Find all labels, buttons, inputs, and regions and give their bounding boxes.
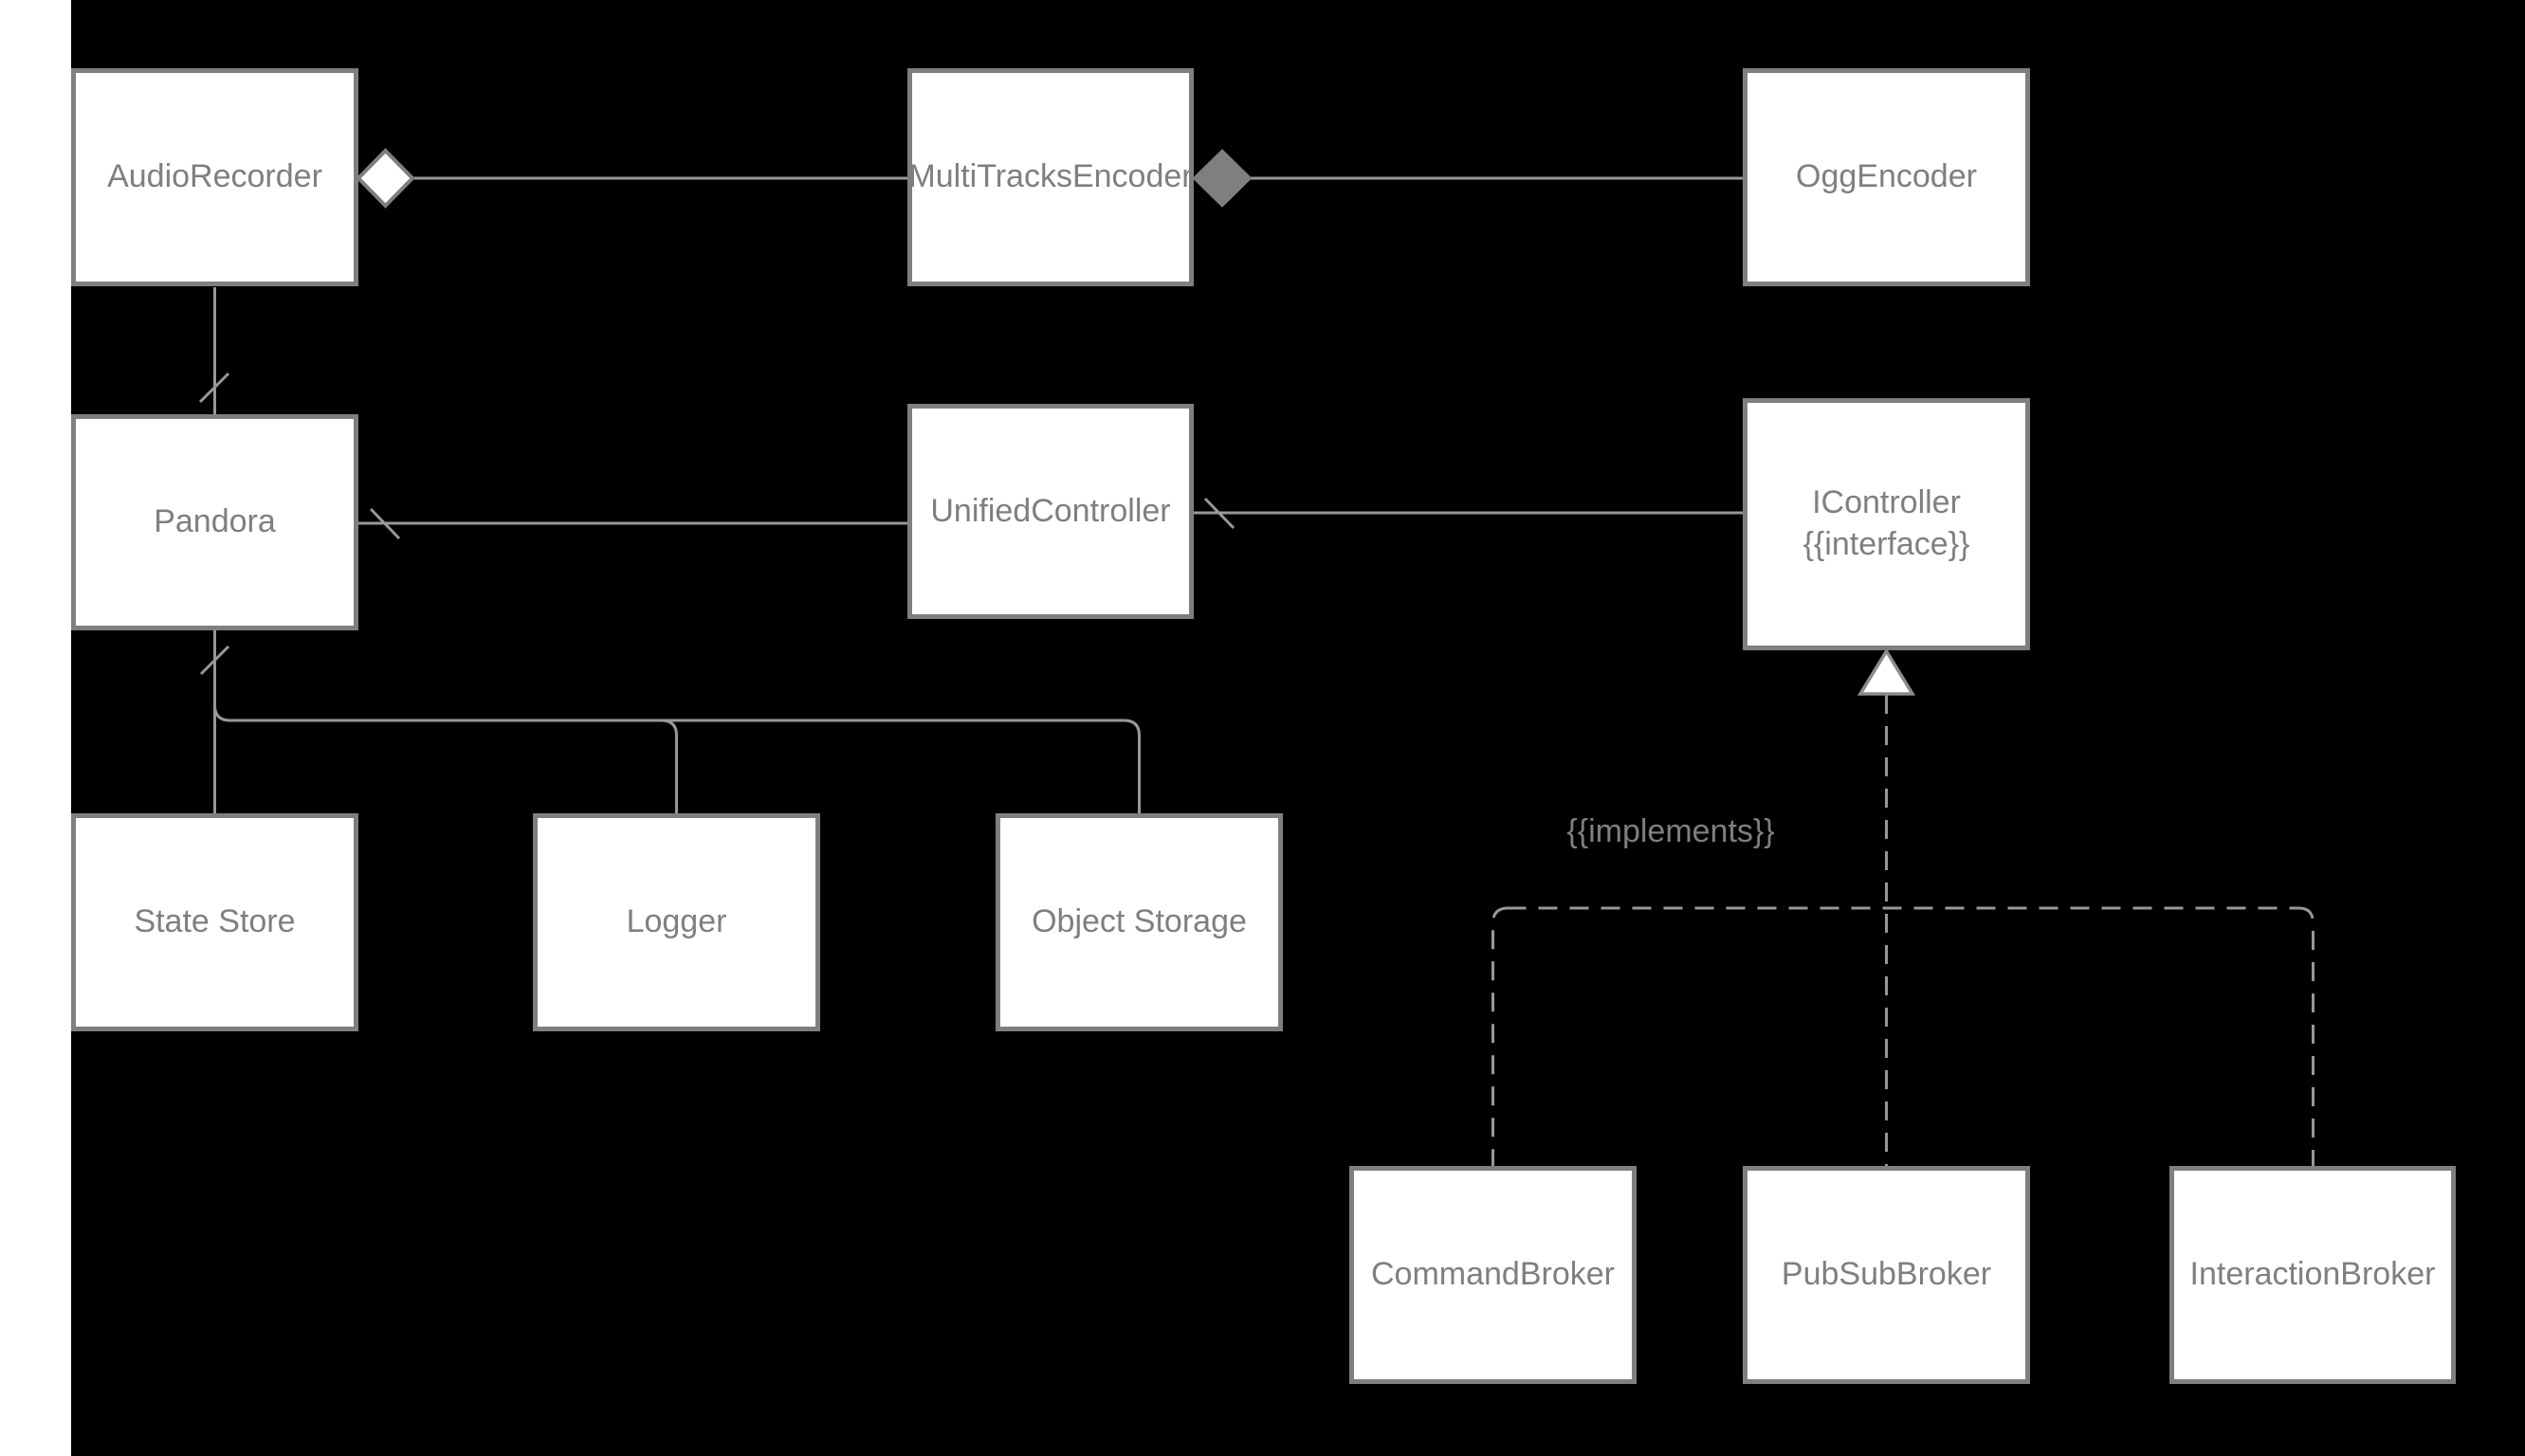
association-edge-audiorecorder-pandora bbox=[198, 287, 230, 414]
multiplicity-tick-icon bbox=[1203, 497, 1235, 530]
implements-edge-label: {{implements}} bbox=[1566, 813, 1775, 849]
node-label: Object Storage bbox=[1032, 903, 1247, 940]
composition-edge-multitracksencoder-oggencoder bbox=[1192, 149, 1743, 208]
node-label: Logger bbox=[626, 903, 727, 940]
class-node-statestore: State Store bbox=[71, 813, 358, 1031]
class-node-logger: Logger bbox=[533, 813, 820, 1031]
class-node-commandbroker: CommandBroker bbox=[1349, 1166, 1637, 1384]
class-node-oggencoder: OggEncoder bbox=[1743, 68, 2030, 286]
class-node-objectstorage: Object Storage bbox=[996, 813, 1283, 1031]
node-label: MultiTracksEncoder bbox=[908, 158, 1193, 195]
pandora-objectstorage-branch bbox=[213, 704, 1141, 813]
class-node-pubsubbroker: PubSubBroker bbox=[1743, 1166, 2030, 1384]
node-label: CommandBroker bbox=[1371, 1256, 1615, 1293]
node-label: AudioRecorder bbox=[107, 158, 322, 195]
node-label: InteractionBroker bbox=[2189, 1256, 2436, 1293]
hollow-triangle-arrowhead-icon bbox=[1857, 647, 1916, 696]
pandora-logger-branch bbox=[661, 719, 678, 813]
interactionbroker-realization-line bbox=[2298, 906, 2315, 1166]
class-node-unifiedcontroller: UnifiedController bbox=[907, 404, 1194, 619]
node-label: IController bbox=[1812, 484, 1961, 521]
node-label: State Store bbox=[134, 903, 296, 940]
aggregation-edge-audiorecorder-multitracksencoder bbox=[356, 148, 907, 209]
class-node-icontroller: IController {{interface}} bbox=[1743, 398, 2030, 650]
class-node-multitracksencoder: MultiTracksEncoder bbox=[907, 68, 1194, 286]
node-label: Pandora bbox=[154, 503, 276, 540]
multiplicity-tick-icon bbox=[199, 645, 230, 676]
multiplicity-tick-icon bbox=[198, 372, 230, 404]
association-edge-pandora-unifiedcontroller bbox=[358, 507, 907, 540]
association-edge-unifiedcontroller-icontroller bbox=[1194, 497, 1743, 530]
node-stereotype: {{interface}} bbox=[1802, 526, 1970, 562]
node-label: OggEncoder bbox=[1796, 158, 1977, 195]
class-node-interactionbroker: InteractionBroker bbox=[2169, 1166, 2456, 1384]
node-label: UnifiedController bbox=[930, 492, 1171, 529]
class-node-pandora: Pandora bbox=[71, 414, 358, 630]
hollow-diamond-icon bbox=[356, 148, 415, 209]
multiplicity-tick-icon bbox=[369, 507, 401, 540]
commandbroker-realization-line bbox=[1491, 906, 1509, 1166]
association-tree-pandora-children bbox=[199, 630, 1141, 813]
left-margin-strip bbox=[0, 0, 71, 1456]
node-label: PubSubBroker bbox=[1781, 1256, 1992, 1293]
filled-diamond-icon bbox=[1192, 149, 1253, 208]
class-node-audiorecorder: AudioRecorder bbox=[71, 68, 358, 286]
realization-edges-brokers-icontroller bbox=[1491, 647, 2315, 1166]
